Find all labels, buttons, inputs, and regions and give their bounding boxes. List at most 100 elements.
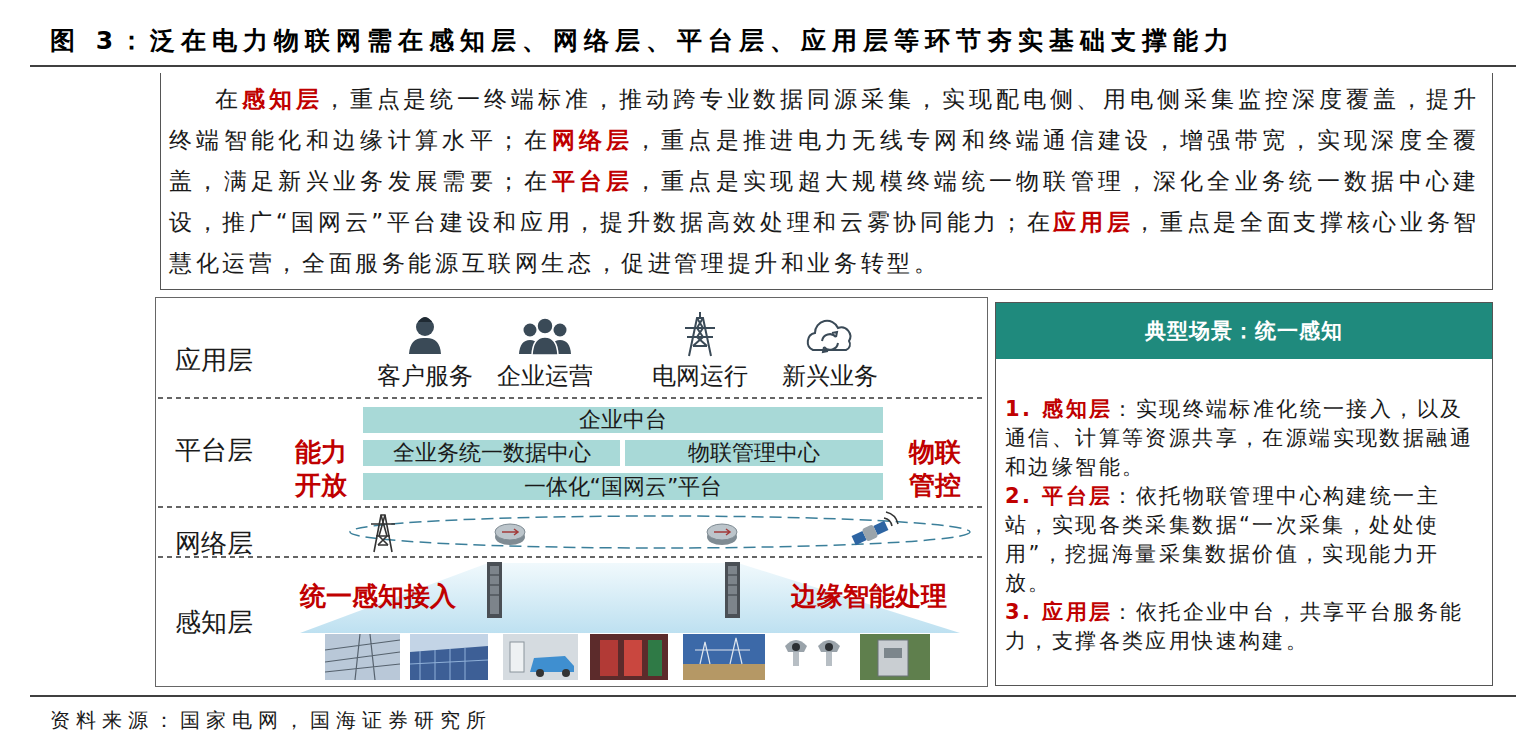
network-icon [495, 524, 525, 540]
scenario-header: 典型场景：统一感知 [996, 303, 1492, 359]
field-photo [792, 643, 800, 651]
layer-keyword: 网络层 [552, 127, 634, 153]
network-icon [862, 524, 879, 542]
field-photo [325, 634, 930, 680]
app-icon [418, 317, 432, 322]
network-icon [884, 512, 898, 526]
app-icon [409, 312, 850, 356]
field-photo [536, 669, 544, 677]
scenario-item: 1. 感知层：实现终端标准化统一接入，以及通信、计算等资源共享，在源端实现数据融… [1005, 395, 1483, 482]
field-photo [325, 634, 400, 680]
source-note: 资料来源：国家电网，国海证券研究所 [50, 707, 492, 734]
sensing-tag: 统一感知接入 [300, 579, 456, 614]
field-photo [410, 648, 488, 680]
app-icon [537, 318, 553, 334]
intro-sentence: 在 [215, 86, 242, 112]
network-icon [714, 529, 730, 535]
edge-device [728, 575, 737, 595]
platform-bar: 一体化“国网云”平台 [363, 473, 883, 500]
app-icon [693, 318, 707, 346]
app-name: 客户服务 [377, 360, 473, 392]
app-icon [823, 347, 828, 352]
network-icon [371, 524, 395, 545]
item-heading: 2. 平台层 [1005, 484, 1112, 508]
app-name: 电网运行 [652, 360, 748, 392]
bar-text: 全业务统一数据中心 [393, 438, 591, 468]
field-photo [683, 664, 765, 680]
field-photo [860, 634, 930, 680]
field-photo [410, 634, 488, 680]
network-ring [350, 516, 970, 548]
edge-device [490, 566, 499, 614]
field-photo [624, 640, 642, 676]
network-icon [374, 515, 392, 552]
layer-keyword: 平台层 [552, 168, 634, 194]
app-icon [409, 338, 441, 354]
scenario-panel: 1. 感知层：实现终端标准化统一接入，以及通信、计算等资源共享，在源端实现数据融… [995, 302, 1493, 686]
field-photo [884, 648, 902, 658]
field-photo [648, 640, 662, 676]
sensing-glow [300, 563, 960, 633]
app-name: 新兴业务 [782, 360, 878, 392]
app-icon [824, 343, 838, 350]
edge-device [487, 562, 740, 618]
layer-separator [158, 397, 985, 398]
layer-separator [158, 556, 985, 557]
network-icon [851, 519, 890, 547]
field-photo [590, 634, 668, 680]
app-icon [808, 321, 851, 350]
layer-separator [158, 398, 985, 557]
bar-text: 物联管理中心 [688, 438, 820, 468]
field-photo [825, 643, 833, 651]
layer-name: 应用层 [175, 343, 253, 378]
side-tag: 物联 管控 [906, 436, 963, 501]
platform-bar: 全业务统一数据中心 [363, 440, 620, 466]
rule-line [30, 65, 1516, 67]
app-icon [699, 312, 701, 318]
field-photo [818, 640, 840, 652]
layer-separator [158, 506, 985, 507]
field-photo [878, 640, 908, 676]
panel-frame [156, 298, 988, 687]
rule-line [30, 66, 1516, 696]
app-icon [808, 321, 851, 352]
layer-name: 感知层 [175, 605, 253, 640]
field-photo [785, 640, 807, 652]
edge-device [725, 562, 740, 618]
header-text: 典型场景：统一感知 [1145, 317, 1343, 345]
field-photo [562, 669, 570, 677]
layer-keyword: 应用层 [1053, 209, 1133, 235]
app-icon [822, 334, 836, 341]
field-photo [683, 634, 765, 680]
bar-text: 企业中台 [579, 405, 667, 435]
sensing-tag: 边缘智能处理 [791, 579, 947, 614]
network-icon [371, 512, 898, 552]
figure-title: 图 3：泛在电力物联网需在感知层、网络层、平台层、应用层等环节夯实基础支撑能力 [50, 24, 1235, 57]
app-icon [416, 318, 434, 336]
platform-bar: 企业中台 [363, 407, 883, 433]
item-heading: 1. 感知层 [1005, 397, 1112, 421]
field-photo [826, 652, 832, 666]
app-icon [685, 312, 715, 356]
field-photo [510, 642, 524, 672]
scenario-item: 2. 平台层：依托物联管理中心构建统一主站，实现各类采集数据“一次采集，处处使用… [1005, 482, 1483, 598]
app-icon [524, 324, 537, 337]
layer-name: 网络层 [175, 526, 253, 561]
intro-text: 在感知层，重点是统一终端标准，推动跨专业数据同源采集，实现配电侧、用电侧采集监控… [169, 79, 1480, 284]
bar-text: 一体化“国网云”平台 [524, 472, 723, 502]
field-photo [695, 638, 750, 664]
item-heading: 3. 应用层 [1005, 600, 1112, 624]
field-photo [410, 646, 488, 680]
field-photo [325, 634, 400, 680]
network-icon [378, 515, 388, 545]
app-icon [554, 324, 567, 337]
scenario-body: 1. 感知层：实现终端标准化统一接入，以及通信、计算等资源共享，在源端实现数据融… [1005, 395, 1483, 656]
edge-device [487, 562, 502, 618]
layer-name: 平台层 [175, 433, 253, 468]
field-photo [793, 652, 799, 666]
platform-bar: 物联管理中心 [625, 440, 883, 466]
intro-box: 在感知层，重点是统一终端标准，推动跨专业数据同源采集，实现配电侧、用电侧采集监控… [160, 73, 1493, 290]
rule-line [30, 695, 1516, 697]
app-icon [832, 332, 837, 337]
